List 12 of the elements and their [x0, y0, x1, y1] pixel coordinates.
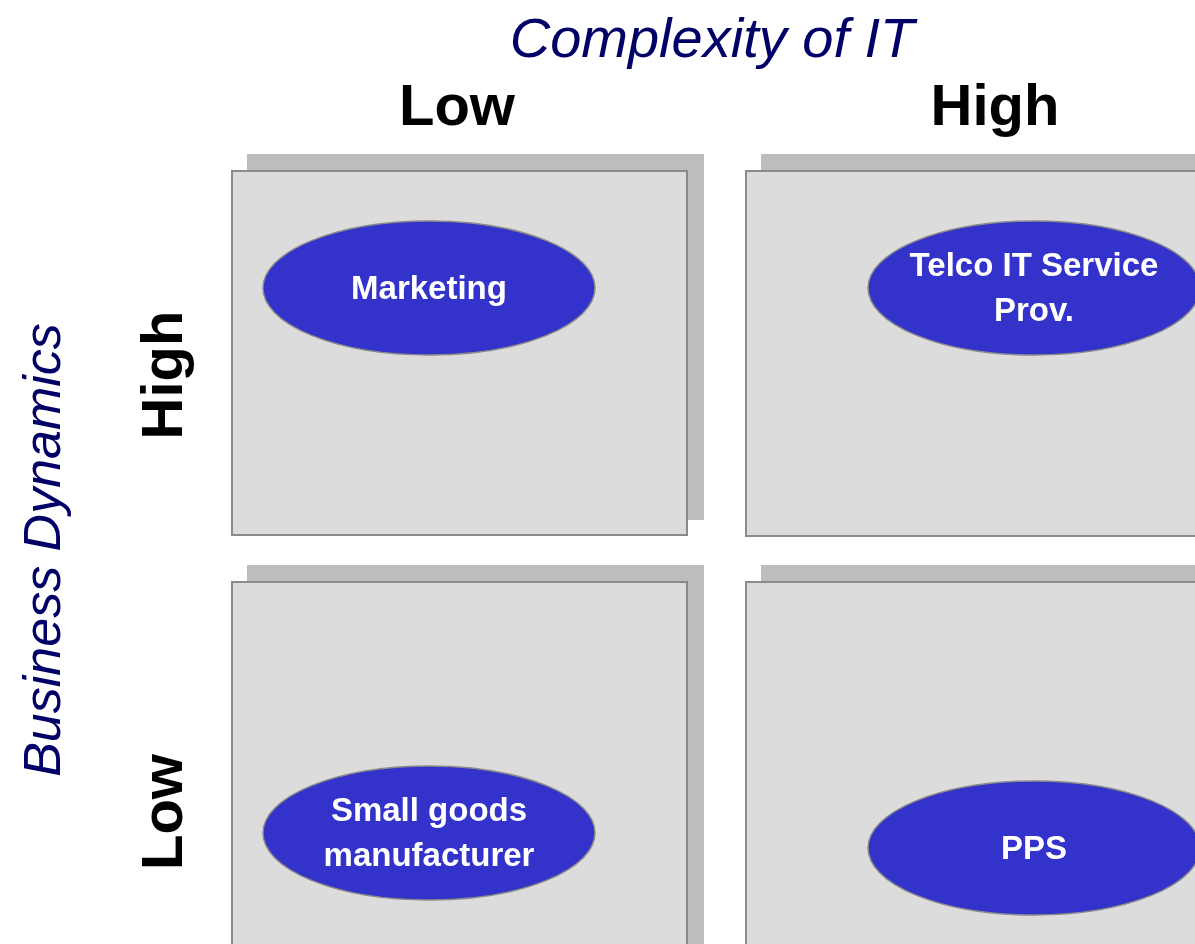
category-ellipse	[262, 765, 596, 901]
quadrant-box	[745, 170, 1195, 537]
axis-level-label: Low	[399, 76, 515, 134]
axis-level-label: Low	[133, 754, 191, 870]
quadrant-box	[745, 581, 1195, 944]
category-ellipse	[262, 220, 596, 356]
category-label: PPS	[1000, 827, 1067, 868]
category-label: Small goods manufacturer	[322, 790, 536, 875]
category-label: Marketing	[351, 267, 507, 308]
quadrant-box	[231, 170, 688, 536]
category-label: Telco IT Service Prov.	[908, 245, 1160, 330]
quadrant-box	[231, 581, 688, 944]
